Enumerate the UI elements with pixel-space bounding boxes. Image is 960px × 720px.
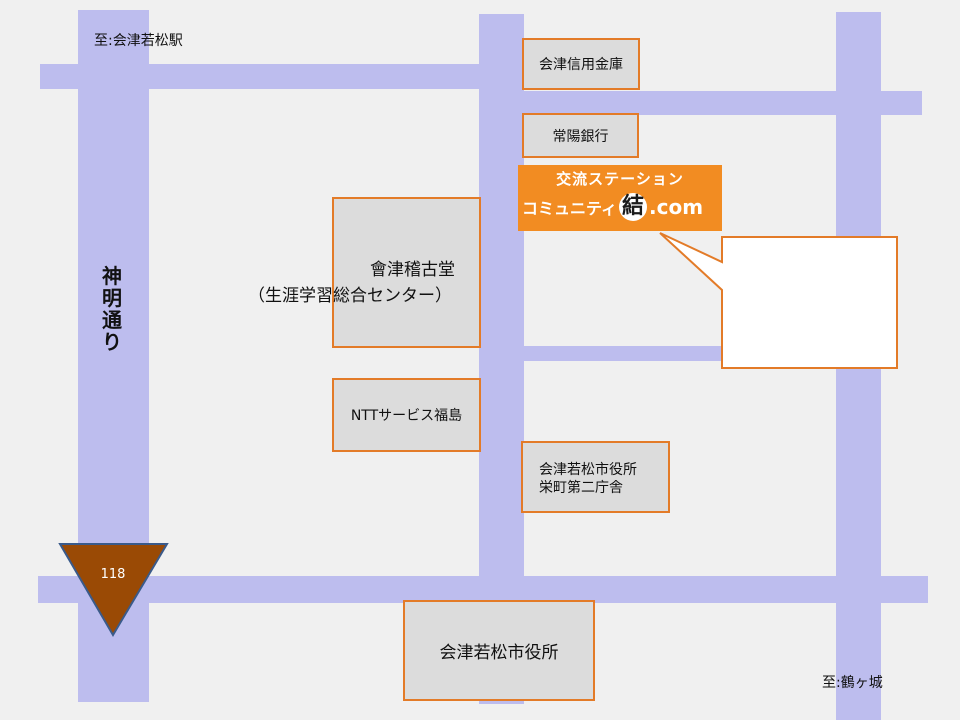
community-station-logo: 交流ステーション コミュニティ結.com bbox=[518, 165, 722, 231]
ntt-service-label: NTTサービス福島 bbox=[350, 408, 463, 424]
city-hall-annex-line1: 会津若松市役所 bbox=[539, 462, 637, 478]
street-char: 明 bbox=[102, 286, 122, 310]
joyo-bank-label: 常陽銀行 bbox=[552, 128, 609, 145]
keikodo-name: 會津稽古堂 bbox=[370, 260, 455, 280]
street-char: 通 bbox=[102, 308, 122, 332]
logo-name-prefix: コミュニティ bbox=[522, 199, 618, 218]
route-118-number: 118 bbox=[101, 567, 126, 582]
city-hall: 会津若松市役所 bbox=[403, 600, 595, 701]
joyo-bank: 常陽銀行 bbox=[522, 113, 639, 158]
logo-knot-mark: 結 bbox=[619, 193, 648, 221]
route-118-road bbox=[38, 576, 928, 603]
keikodo-building: 會津稽古堂 （生涯学習総合センター） bbox=[248, 197, 481, 348]
logo-name-suffix: .com bbox=[649, 195, 704, 219]
logo-title: 交流ステーション bbox=[556, 170, 684, 188]
aizu-shinyo-bank-label: 会津信用金庫 bbox=[539, 57, 623, 73]
keikodo-subtitle: （生涯学習総合センター） bbox=[248, 286, 452, 306]
ntt-service-building: NTTサービス福島 bbox=[332, 378, 481, 452]
direction-castle-label: 至:鶴ヶ城 bbox=[822, 675, 883, 691]
city-hall-annex-line2: 栄町第二庁舎 bbox=[539, 480, 623, 496]
shinmei-street-label: 神 明 通 り bbox=[97, 265, 127, 353]
aizu-shinyo-bank: 会津信用金庫 bbox=[522, 38, 640, 90]
direction-station-label: 至:会津若松駅 bbox=[94, 33, 183, 49]
city-hall-label: 会津若松市役所 bbox=[439, 643, 559, 663]
city-hall-annex: 会津若松市役所 栄町第二庁舎 bbox=[521, 441, 670, 513]
north-horizontal-road bbox=[40, 64, 525, 89]
logo-name: コミュニティ結.com bbox=[522, 193, 703, 221]
street-char: 神 bbox=[102, 264, 122, 288]
street-char: り bbox=[102, 330, 122, 354]
route-118-marker bbox=[58, 543, 169, 637]
callout-bubble bbox=[659, 232, 898, 369]
